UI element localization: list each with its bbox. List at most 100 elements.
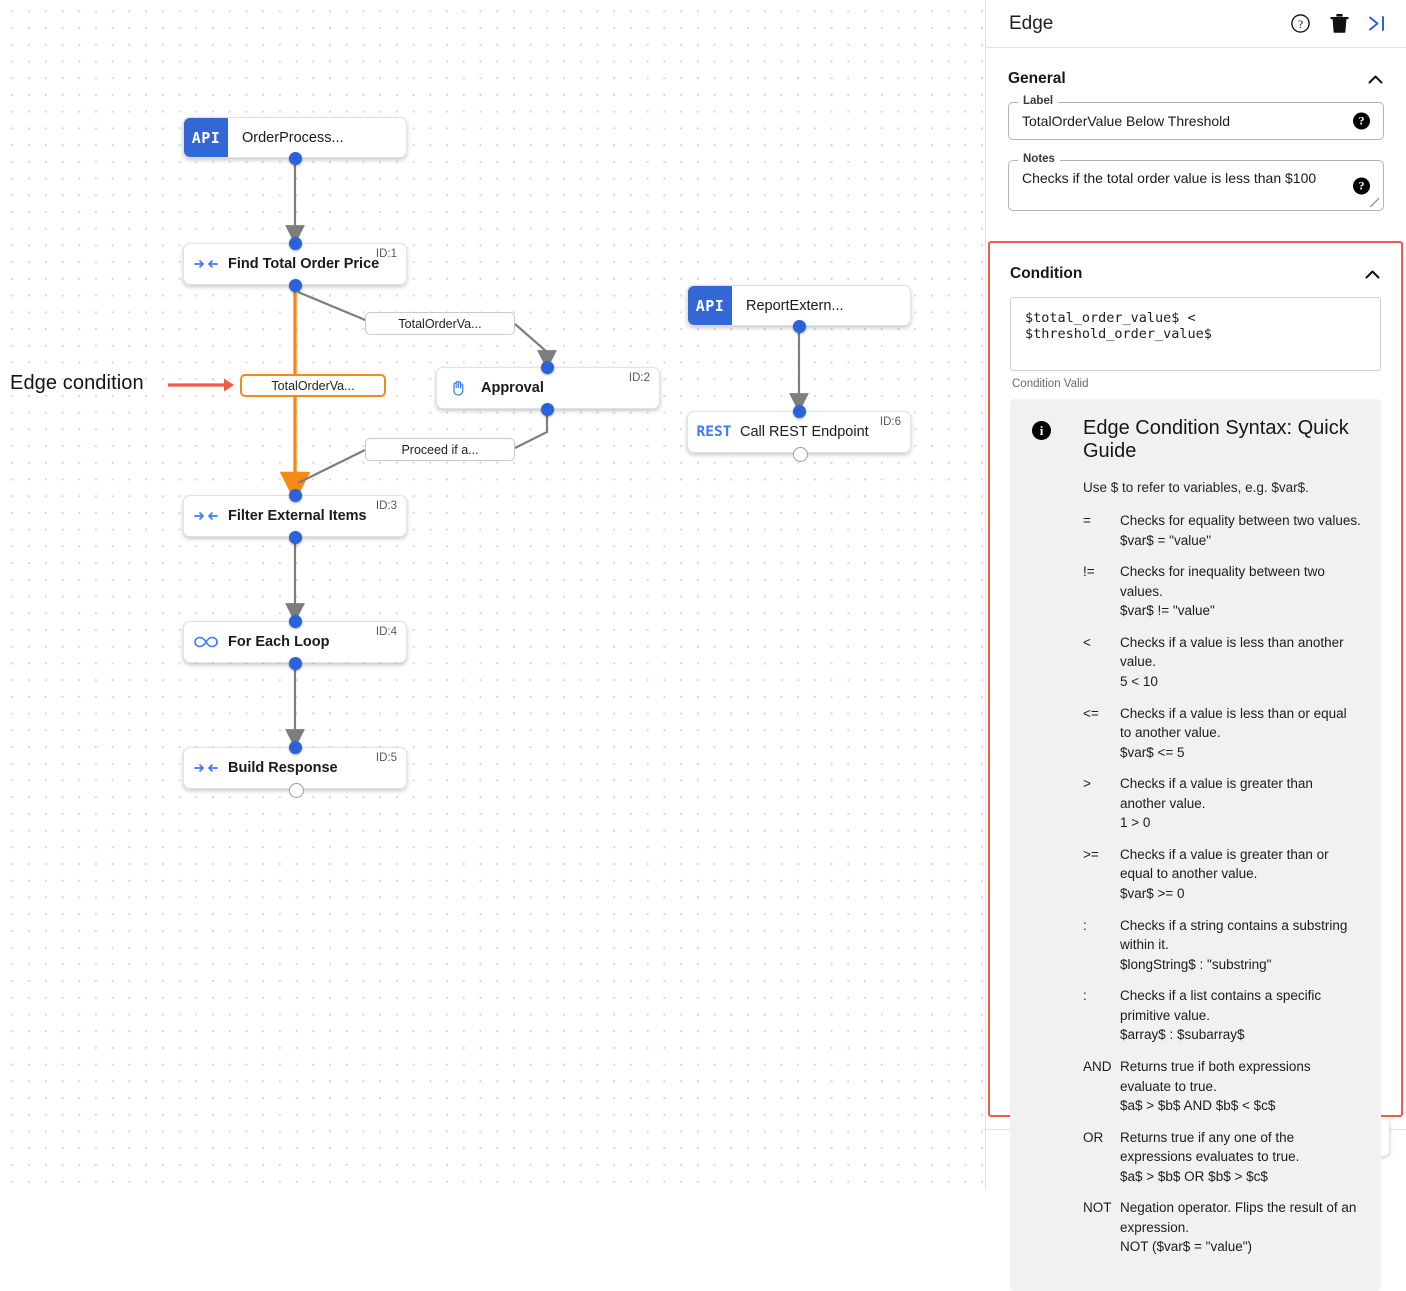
- label-field-value[interactable]: TotalOrderValue Below Threshold: [1022, 113, 1231, 129]
- guide-example: $a$ > $b$ AND $b$ < $c$: [1120, 1098, 1276, 1114]
- node-port-out[interactable]: [289, 531, 302, 544]
- guide-operator: !=: [1083, 564, 1095, 580]
- guide-title: Edge Condition Syntax: Quick Guide: [1083, 417, 1349, 462]
- node-port-in[interactable]: [793, 405, 806, 418]
- guide-description-wrap: Checks if a value is less than another v…: [1120, 633, 1361, 692]
- api-badge-icon: API: [688, 286, 732, 325]
- node-port-out[interactable]: [541, 403, 554, 416]
- guide-row: > Checks if a value is greater than anoth…: [1083, 774, 1361, 833]
- condition-section: Condition $total_order_value$ < $thresho…: [990, 243, 1401, 1291]
- node-port-in[interactable]: [289, 489, 302, 502]
- node-title: Call REST Endpoint: [740, 424, 869, 440]
- node-id-tag: ID:5: [375, 752, 397, 764]
- node-port-out[interactable]: [289, 783, 304, 798]
- notes-field[interactable]: Notes Checks if the total order value is…: [1008, 153, 1384, 211]
- guide-example: 1 > 0: [1120, 815, 1151, 831]
- info-icon: i: [1032, 421, 1051, 440]
- node-port-out[interactable]: [289, 657, 302, 670]
- guide-operator: >=: [1083, 846, 1099, 862]
- general-section: General Label TotalOrderValue Below Thre…: [986, 48, 1406, 211]
- guide-example: $array$ : $subarray$: [1120, 1027, 1245, 1043]
- guide-description-wrap: Returns true if any one of the expressio…: [1120, 1128, 1361, 1187]
- node-port-out[interactable]: [289, 152, 302, 165]
- condition-expression-input[interactable]: $total_order_value$ < $threshold_order_v…: [1010, 297, 1381, 371]
- help-icon[interactable]: ?: [1290, 13, 1311, 34]
- node-port-out[interactable]: [793, 447, 808, 462]
- node-port-in[interactable]: [289, 741, 302, 754]
- svg-text:?: ?: [1298, 19, 1303, 31]
- guide-operator: >: [1083, 776, 1091, 792]
- node-id-tag: ID:4: [375, 626, 397, 638]
- delete-icon[interactable]: [1330, 13, 1349, 34]
- guide-operator: OR: [1083, 1129, 1104, 1145]
- guide-operator: :: [1083, 988, 1087, 1004]
- workflow-canvas[interactable]: API OrderProcess... Find Total Order Pri…: [0, 0, 985, 1189]
- guide-example: $var$ <= 5: [1120, 744, 1185, 760]
- guide-description: Checks if a list contains a specific pri…: [1120, 988, 1322, 1023]
- guide-row: < Checks if a value is less than another …: [1083, 633, 1361, 692]
- node-title: For Each Loop: [228, 634, 330, 650]
- guide-description: Checks if a value is less than or equal …: [1120, 705, 1347, 741]
- notes-help-icon[interactable]: ?: [1353, 177, 1370, 194]
- collapse-panel-icon[interactable]: [1368, 14, 1390, 33]
- guide-description-wrap: Checks if a string contains a substring …: [1120, 916, 1361, 975]
- guide-description-wrap: Checks for equality between two values.$…: [1120, 511, 1361, 550]
- node-for-each-loop[interactable]: For Each Loop ID:4: [183, 621, 407, 663]
- guide-example: $var$ != "value": [1120, 603, 1215, 619]
- guide-description-wrap: Checks if a value is less than or equal …: [1120, 704, 1361, 763]
- guide-description-wrap: Checks for inequality between two values…: [1120, 562, 1361, 621]
- guide-rows: =Checks for equality between two values.…: [1030, 511, 1361, 1257]
- guide-row: <=Checks if a value is less than or equa…: [1083, 704, 1361, 763]
- guide-description-wrap: Negation operator. Flips the result of a…: [1120, 1198, 1361, 1257]
- guide-description: Checks if a value is greater than anothe…: [1120, 776, 1313, 811]
- edge-label-totalordervalue-top[interactable]: TotalOrderVa...: [365, 312, 515, 335]
- edge-label-proceed-if[interactable]: Proceed if a...: [365, 438, 515, 461]
- node-call-rest-endpoint[interactable]: REST Call REST Endpoint ID:6: [687, 411, 911, 453]
- node-reportextern[interactable]: API ReportExtern...: [687, 285, 911, 326]
- notes-field-value[interactable]: Checks if the total order value is less …: [1022, 170, 1317, 186]
- general-section-header[interactable]: General: [1008, 48, 1384, 102]
- node-build-response[interactable]: Build Response ID:5: [183, 747, 407, 789]
- node-id-tag: ID:1: [375, 248, 397, 260]
- chevron-up-icon[interactable]: [1364, 266, 1381, 283]
- label-field[interactable]: Label TotalOrderValue Below Threshold ?: [1008, 95, 1384, 140]
- merge-arrows-icon: [184, 509, 228, 523]
- guide-description-wrap: Checks if a value is greater than or equ…: [1120, 845, 1361, 904]
- guide-operator: AND: [1083, 1058, 1112, 1074]
- guide-operator: NOT: [1083, 1200, 1112, 1216]
- node-id-tag: ID:3: [375, 500, 397, 512]
- node-title: Build Response: [228, 760, 338, 776]
- label-help-icon[interactable]: ?: [1353, 112, 1370, 130]
- node-port-out[interactable]: [793, 320, 806, 333]
- general-section-title: General: [1008, 70, 1066, 87]
- guide-example: $var$ = "value": [1120, 532, 1212, 548]
- annotation-label: Edge condition: [10, 372, 144, 394]
- label-field-caption: Label: [1018, 95, 1059, 107]
- node-port-in[interactable]: [541, 361, 554, 374]
- guide-description: Returns true if any one of the expressio…: [1120, 1129, 1300, 1165]
- node-port-out[interactable]: [289, 279, 302, 292]
- guide-row: != Checks for inequality between two valu…: [1083, 562, 1361, 621]
- guide-example: $longString$ : "substring": [1120, 956, 1272, 972]
- guide-description: Negation operator. Flips the result of a…: [1120, 1200, 1357, 1235]
- edge-label-totalordervalue-selected[interactable]: TotalOrderVa...: [240, 374, 386, 397]
- merge-arrows-icon: [184, 257, 228, 271]
- condition-section-header[interactable]: Condition: [1010, 243, 1381, 297]
- guide-description: Checks for inequality between two values…: [1120, 564, 1325, 599]
- guide-description-wrap: Checks if a list contains a specific pri…: [1120, 986, 1361, 1045]
- node-orderprocess[interactable]: API OrderProcess...: [183, 117, 407, 158]
- condition-status-text: Condition Valid: [1012, 378, 1089, 390]
- guide-description: Checks if a value is greater than or equ…: [1120, 846, 1329, 882]
- chevron-up-icon[interactable]: [1367, 71, 1384, 88]
- guide-row: :Checks if a string contains a substring…: [1083, 916, 1361, 975]
- notes-resize-handle[interactable]: [1370, 198, 1379, 207]
- page-title: Edge: [1009, 12, 1054, 34]
- node-port-in[interactable]: [289, 615, 302, 628]
- guide-operator: <: [1083, 634, 1091, 650]
- notes-field-caption: Notes: [1018, 153, 1060, 165]
- node-port-in[interactable]: [289, 237, 302, 250]
- guide-description-wrap: Checks if a value is greater than anothe…: [1120, 774, 1361, 833]
- guide-example: 5 < 10: [1120, 673, 1158, 689]
- guide-description: Returns true if both expressions evaluat…: [1120, 1058, 1311, 1094]
- guide-description: Checks if a string contains a substring …: [1120, 917, 1348, 953]
